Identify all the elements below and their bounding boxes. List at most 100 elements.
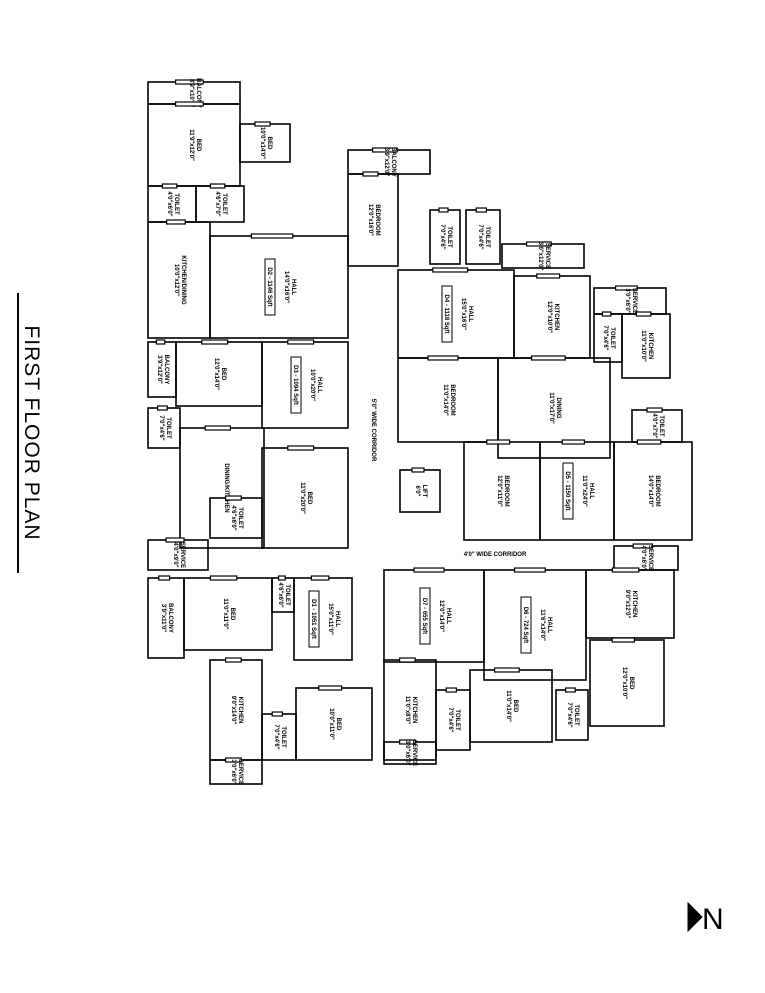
window-mark bbox=[278, 575, 286, 581]
room-dim-label: 3'0"x6'0" bbox=[230, 759, 236, 784]
room-dim-label: 7'0"x4'6" bbox=[566, 702, 572, 727]
room-name-label: SERVICE bbox=[411, 740, 417, 766]
unit-area-label: D3 - 1094 Sqft bbox=[292, 365, 298, 405]
room-name-label: BED bbox=[335, 718, 341, 731]
room-name-label: BEDROOM bbox=[503, 475, 509, 506]
corridor-label: 5'0" WIDE CORRIDOR bbox=[370, 399, 376, 462]
room-name-label: BALCONY bbox=[167, 603, 173, 633]
room-dim-label: 3'9"x10'0" bbox=[188, 79, 194, 108]
room-name-label: TOILET bbox=[573, 704, 579, 726]
room-name-label: BED bbox=[306, 492, 312, 505]
room-name-label: BED bbox=[512, 700, 518, 713]
room-name-label: BALCONY bbox=[390, 147, 396, 177]
window-mark bbox=[271, 711, 284, 717]
room-dim-label: 10'0"x12'0" bbox=[173, 264, 179, 296]
room-dim-label: 7'0"x4'6" bbox=[602, 325, 608, 350]
room-name-label: BEDROOM bbox=[449, 384, 455, 415]
room-dim-label: 11'0"x17'0" bbox=[548, 392, 554, 424]
room-dim-label: 7'0"x4'6" bbox=[273, 724, 279, 749]
room-name-label: HALL bbox=[588, 483, 594, 499]
room-dim-label: 14'0"x14'0" bbox=[647, 475, 653, 507]
room-name-label: HALL bbox=[546, 617, 552, 633]
window-mark bbox=[175, 79, 204, 85]
room-dim-label: 11'0"x14'0" bbox=[505, 690, 511, 722]
room-dim-label: 11'6"x14'0" bbox=[539, 609, 545, 641]
north-label: N bbox=[702, 903, 724, 936]
room-name-label: LIFT bbox=[421, 485, 427, 498]
window-mark bbox=[494, 667, 520, 673]
window-mark bbox=[254, 121, 271, 127]
window-mark bbox=[372, 147, 398, 153]
window-mark bbox=[646, 407, 663, 413]
room-dim-label: 4'0"x7'0" bbox=[651, 413, 657, 438]
area-box bbox=[264, 258, 276, 316]
room-dim-label: 11'9"x12'0" bbox=[188, 129, 194, 161]
room-name-label: KITCHEN bbox=[411, 697, 417, 724]
room-dim-label: 11'0"x10'0" bbox=[640, 330, 646, 362]
room-dim-label: 12'0"x11'0" bbox=[496, 475, 502, 507]
window-mark bbox=[561, 439, 586, 445]
window-mark bbox=[155, 339, 166, 345]
window-mark bbox=[225, 757, 242, 763]
window-mark bbox=[310, 575, 330, 581]
room-dim-label: 4'0"x9'0" bbox=[172, 542, 178, 567]
room-name-label: TOILET bbox=[165, 417, 171, 439]
room-name-label: TOILET bbox=[609, 327, 615, 349]
room-name-label: TOILET bbox=[658, 415, 664, 437]
room-dim-label: 9'0"x12'0" bbox=[624, 590, 630, 619]
window-mark bbox=[399, 739, 416, 745]
window-mark bbox=[536, 273, 561, 279]
window-mark bbox=[225, 657, 242, 663]
corridor-label: 4'0" WIDE CORRIDOR bbox=[464, 552, 527, 558]
window-mark bbox=[475, 207, 488, 213]
room-dim-label: 4'6"x7'0" bbox=[214, 191, 220, 216]
window-mark bbox=[287, 339, 315, 345]
window-mark bbox=[318, 685, 343, 691]
window-mark bbox=[614, 285, 638, 291]
room-dim-label: 3'0"x6'0" bbox=[404, 740, 410, 765]
window-mark bbox=[209, 183, 226, 189]
unit-area-label: D4 - 1118 Sqft bbox=[443, 294, 449, 333]
room-name-label: BED bbox=[628, 677, 634, 690]
room-dim-label: 11'0"x20'0" bbox=[299, 482, 305, 514]
window-mark bbox=[161, 183, 178, 189]
room-name-label: BEDROOM bbox=[374, 204, 380, 235]
room-dim-label: 7'0"x4'6" bbox=[477, 224, 483, 249]
room-name-label: TOILET bbox=[454, 709, 460, 731]
room-dim-label: 14'0"x16'0" bbox=[283, 271, 289, 303]
room-dim-label: 10'0"x20'0" bbox=[309, 369, 315, 401]
window-mark bbox=[166, 219, 186, 225]
room-dim-label: 12'0"x14'0" bbox=[438, 600, 444, 632]
area-box bbox=[419, 587, 431, 645]
window-mark bbox=[530, 355, 566, 361]
room-dim-label: 11'0"x8'0" bbox=[404, 696, 410, 724]
room-name-label: BED bbox=[195, 139, 201, 152]
window-mark bbox=[486, 439, 511, 445]
room-name-label: KITCHEN/DINING bbox=[180, 255, 186, 305]
room-dim-label: 11'0"x11'0" bbox=[222, 598, 228, 629]
room-dim-label: 10'0"x11'0" bbox=[328, 708, 334, 740]
window-mark bbox=[427, 355, 459, 361]
room-dim-label: 12'0"x10'0" bbox=[621, 667, 627, 699]
window-mark bbox=[632, 543, 654, 549]
